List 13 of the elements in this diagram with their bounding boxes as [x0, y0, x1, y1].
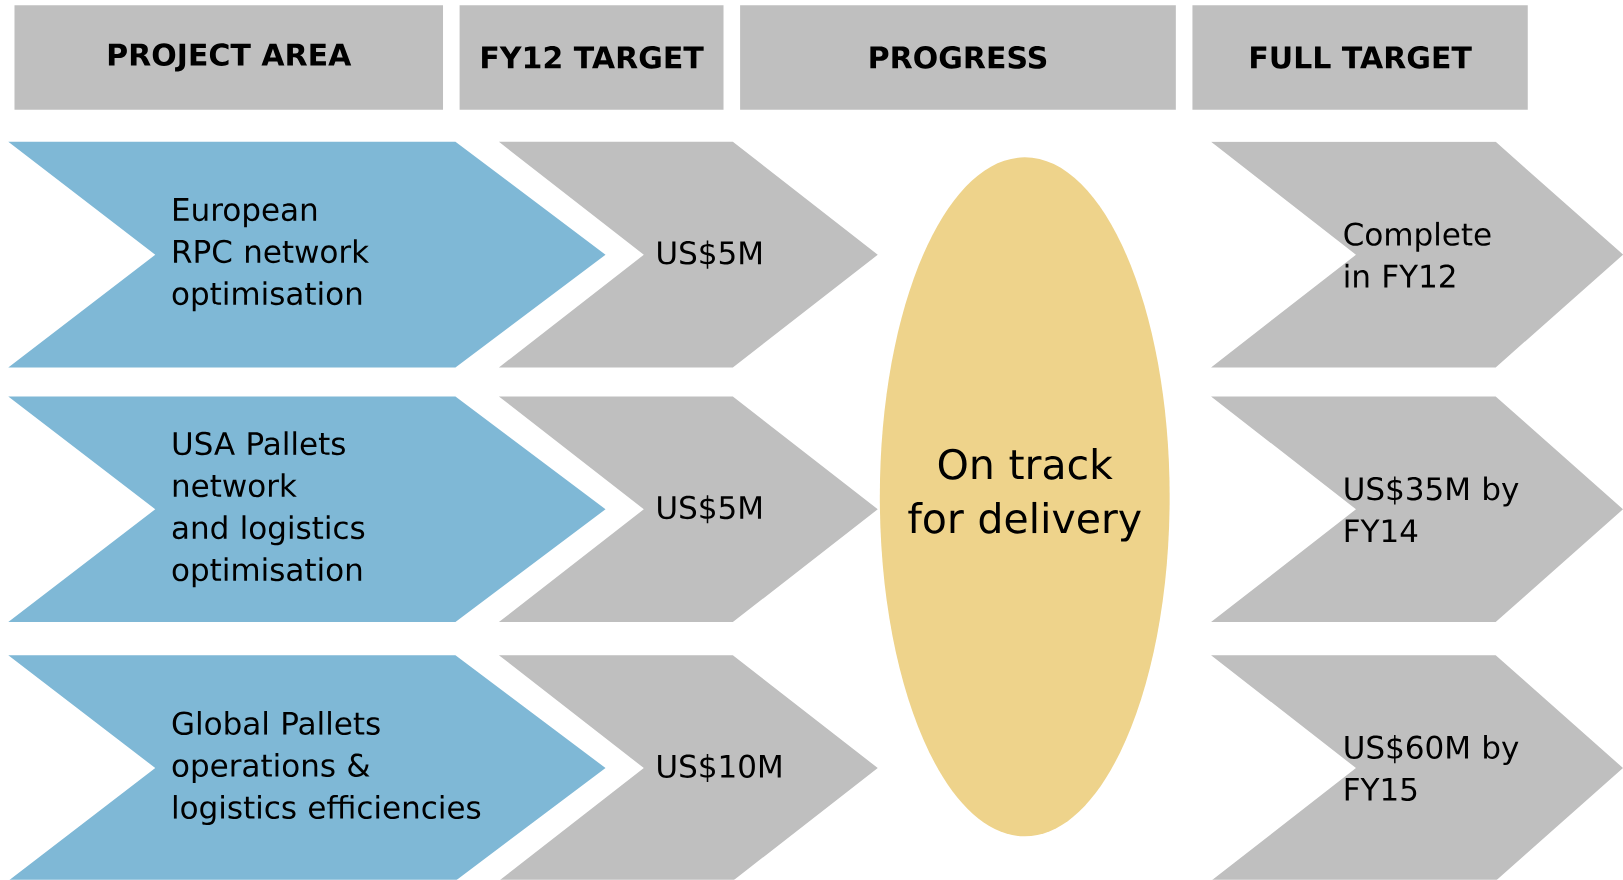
header-box: PROJECT AREA: [14, 5, 444, 110]
process-box: US$5M: [498, 396, 878, 623]
header-box: FY12 TARGET: [459, 5, 724, 110]
process-box: Global Pallets operations & logistics efficiencies: [8, 655, 606, 880]
process-box: European RPC network optimisation: [8, 141, 606, 368]
process-box: US$10M: [498, 655, 878, 880]
process-box: US$60M by FY15: [1211, 655, 1623, 880]
header-box: FULL TARGET: [1192, 5, 1528, 110]
process-box: USA Pallets network and logistics optimisation: [8, 396, 606, 623]
header-box: PROGRESS: [740, 5, 1176, 110]
process-box: US$35M by FY14: [1211, 396, 1623, 623]
process-box: Complete in FY12: [1211, 141, 1623, 368]
process-box: US$5M: [498, 141, 878, 368]
